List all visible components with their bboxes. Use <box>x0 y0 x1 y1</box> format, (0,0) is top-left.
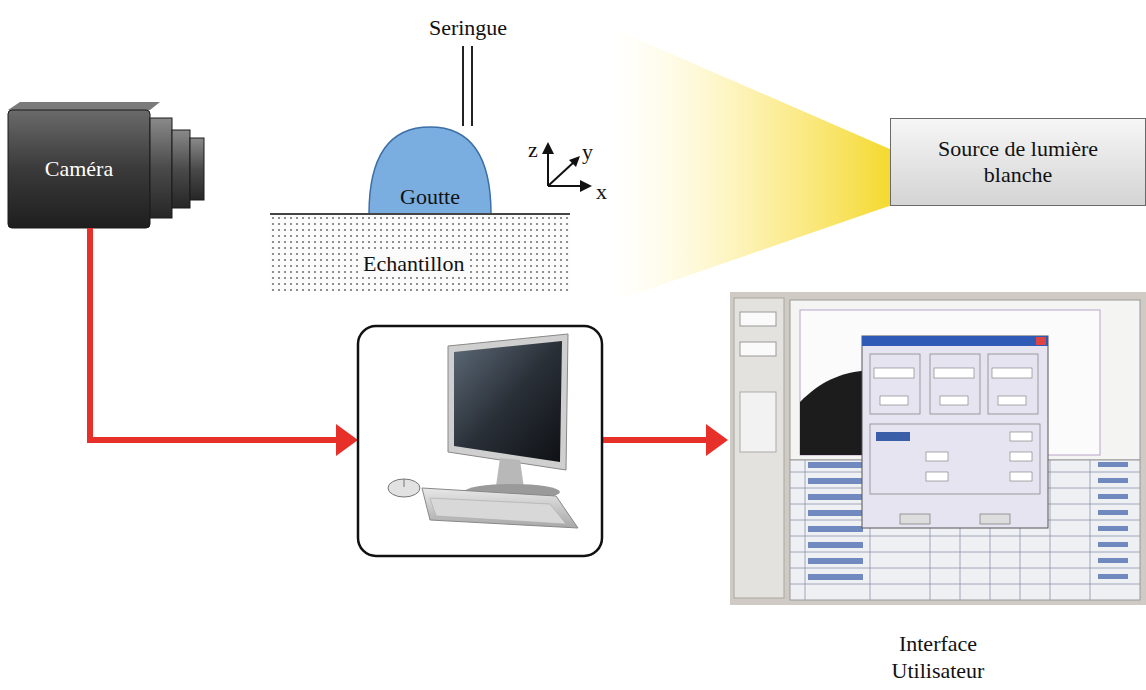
light-beam <box>612 28 892 302</box>
node-text: Goutte <box>400 184 460 210</box>
camera-box: Caméra <box>10 112 148 226</box>
syringe-label: Seringue <box>429 16 507 40</box>
axis-label: z <box>528 138 538 162</box>
node-text: Echantillon <box>360 251 467 277</box>
node-text: Source de lumière blanche <box>918 136 1118 189</box>
drop-shape: Goutte <box>368 126 492 214</box>
sample-block: Echantillon <box>270 213 570 291</box>
user-interface: Interface Utilisateur <box>730 292 1146 688</box>
screenshot <box>730 292 1146 605</box>
axis-label: x <box>596 180 607 204</box>
computer-icon <box>358 326 602 556</box>
syringe <box>463 46 472 126</box>
node-text: Interface Utilisateur <box>863 631 1013 684</box>
axis-label: y <box>582 140 593 164</box>
light-source-box: Source de lumière blanche <box>890 118 1146 206</box>
camera-icon <box>8 102 204 228</box>
node-text: Caméra <box>45 156 113 182</box>
